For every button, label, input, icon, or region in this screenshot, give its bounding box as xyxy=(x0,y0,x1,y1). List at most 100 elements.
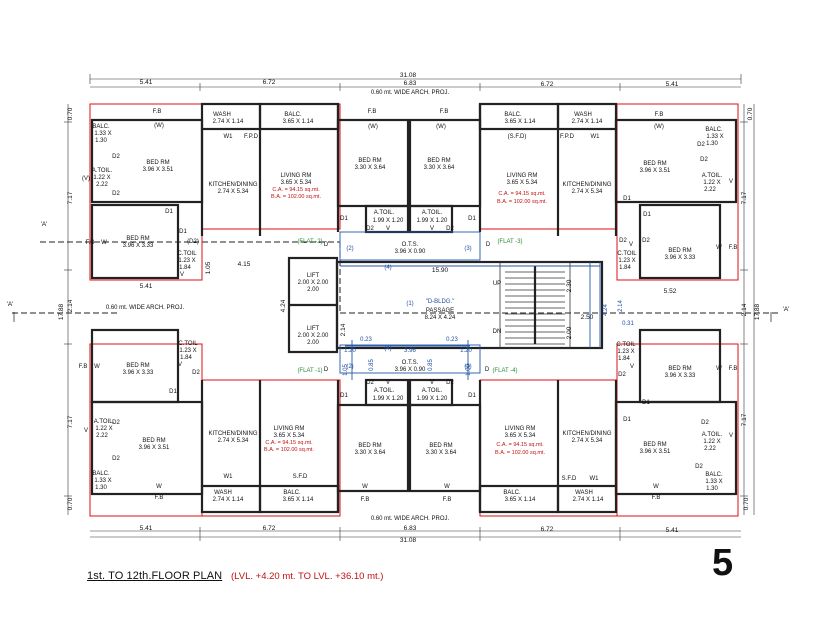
dim-edge-right-top: 0.70 xyxy=(747,107,754,120)
staircase xyxy=(505,265,565,345)
bed-size: 3.30 X 3.64 xyxy=(426,450,457,456)
flat-4-label: (FLAT -4) xyxy=(492,368,517,374)
walls xyxy=(90,102,738,514)
dim-3-96: 3.96 xyxy=(404,348,416,354)
balc-label: BALC. xyxy=(284,112,302,118)
lift-top-label: LIFT xyxy=(307,273,320,279)
dim-right-mid: 5.52 xyxy=(664,288,677,295)
ctoil-size2: 1.84 xyxy=(179,265,191,271)
built-area: B.A. = 102.00 sq.mt. xyxy=(497,199,547,205)
door-label: D2 xyxy=(366,380,374,386)
door-label: D1 xyxy=(169,389,177,395)
wash-label: WASH xyxy=(575,490,593,496)
fb-label: F.B xyxy=(729,245,738,251)
dim-2-14-right: 2.14 xyxy=(618,300,624,312)
passage-size: 8.24 X 4.24 xyxy=(425,315,456,321)
core-n2b: (2) xyxy=(346,364,353,370)
bed-size: 3.96 X 3.51 xyxy=(640,168,671,174)
fb-label: F.B xyxy=(443,497,452,503)
bed-label: BED RM xyxy=(643,442,666,448)
bed-label: BED RM xyxy=(358,158,381,164)
door-label: D2 xyxy=(700,157,708,163)
fb-label: F.B xyxy=(729,366,738,372)
ctoil-size: 1.23 X xyxy=(618,258,635,264)
balc-label: BALC. xyxy=(503,490,521,496)
fb-label: F.B xyxy=(86,240,95,246)
dimension-lines xyxy=(64,74,755,541)
stair-up: UP xyxy=(493,281,501,287)
stair-dn: DN xyxy=(493,329,502,335)
ctoil-size: 1.23 X xyxy=(178,258,195,264)
window-label: (W) xyxy=(368,124,378,130)
dim-0-85a: 0.85 xyxy=(369,359,375,371)
dim-left-top: 5.41 xyxy=(140,79,153,86)
door-label: D2 xyxy=(642,238,650,244)
dim-0-85b: 0.85 xyxy=(428,359,434,371)
dim-overall-top: 31.08 xyxy=(400,72,417,79)
built-area: B.A. = 102.00 sq.mt. xyxy=(264,447,314,453)
living-size: 3.65 X 5.34 xyxy=(281,180,312,186)
built-area: B.A. = 102.00 sq.mt. xyxy=(495,450,545,456)
dim-mid-top: 6.83 xyxy=(404,80,417,87)
dim-7-17-right-top: 7.17 xyxy=(741,191,748,204)
flat-bottom-right: A.TOIL. 1.99 X 1.20 D2 V D1 BED RM 3.30 … xyxy=(417,342,738,503)
dim-left-mid: 5.41 xyxy=(140,283,153,290)
dim-7-17-left-top: 7.17 xyxy=(67,191,74,204)
living-label: LIVING RM xyxy=(507,173,538,179)
window-label: W xyxy=(444,484,450,490)
sfd-label: S.F.D xyxy=(562,476,577,482)
balc-size: 1.33 X xyxy=(705,479,722,485)
wash-label: WASH xyxy=(213,112,231,118)
ctoil-size2: 1.84 xyxy=(180,355,192,361)
door-label: D1 xyxy=(165,209,173,215)
fb-label: F.B xyxy=(79,364,88,370)
bed-label: BED RM xyxy=(126,236,149,242)
dim-4-24-right: 4.24 xyxy=(603,304,609,316)
dim-left-bottom: 5.41 xyxy=(140,525,153,532)
balc-label: BALC. xyxy=(92,471,110,477)
dim-15-90: 15.90 xyxy=(432,267,449,274)
door-label: D2 xyxy=(112,154,120,160)
window-label: W xyxy=(716,366,722,372)
carpet-area: C.A. = 94.15 sq.mt. xyxy=(272,187,320,193)
atoil-label: A.TOIL. xyxy=(702,432,723,438)
core-n3b: (3) xyxy=(464,364,471,370)
carpet-area: C.A. = 94.15 sq.mt. xyxy=(498,191,546,197)
lift-bottom-label: LIFT xyxy=(307,326,320,332)
dim-2-50: 2.50 xyxy=(581,314,594,321)
door-label: D1 xyxy=(623,196,631,202)
vent-label: V xyxy=(729,433,733,439)
door-label: D xyxy=(486,242,491,248)
dim-0-23b: 0.23 xyxy=(446,337,458,343)
core-n3: (3) xyxy=(464,246,471,252)
arch-proj-left: 0.60 mt. WIDE ARCH. PROJ. xyxy=(106,305,185,311)
vent-label: V xyxy=(84,428,88,434)
balc-label: BALC. xyxy=(705,472,723,478)
door-label: (D2) xyxy=(187,239,199,245)
carpet-area: C.A. = 94.15 sq.mt. xyxy=(496,442,544,448)
atoil-size: 1.22 X xyxy=(95,426,112,432)
atoil-size2: 2.22 xyxy=(96,182,108,188)
carpet-area: C.A. = 94.15 sq.mt. xyxy=(265,440,313,446)
sfd-label: S.F.D xyxy=(293,474,308,480)
atoil-label: A.TOIL. xyxy=(702,173,723,179)
door-label: D1 xyxy=(340,216,348,222)
balc-label: BALC. xyxy=(92,124,110,130)
bed-label: BED RM xyxy=(668,366,691,372)
fb-label: F.B xyxy=(652,495,661,501)
dim-2-14-right-edge: 2.14 xyxy=(741,303,748,316)
dimension-labels: 31.08 6.83 0.60 mt. WIDE ARCH. PROJ. 5.4… xyxy=(58,72,761,544)
dim-overall-bottom: 31.08 xyxy=(400,537,417,544)
core-n4b: (4) xyxy=(384,346,391,352)
page-number: 5 xyxy=(712,542,734,584)
dim-wash-right-bottom: 6.72 xyxy=(541,526,554,533)
balc-size: 1.33 X xyxy=(94,478,111,484)
kitchen-size: 2.74 X 5.34 xyxy=(572,438,603,444)
fb-label: F.B xyxy=(155,495,164,501)
balc-size: 3.65 X 1.14 xyxy=(505,497,536,503)
dim-17-88-right: 17.88 xyxy=(754,303,761,320)
arch-proj-top: 0.60 mt. WIDE ARCH. PROJ. xyxy=(371,90,450,96)
atoil-label: A.TOIL. xyxy=(94,419,115,425)
wash-size: 2.74 X 1.14 xyxy=(573,497,604,503)
dim-2-30: 2.30 xyxy=(566,279,573,292)
